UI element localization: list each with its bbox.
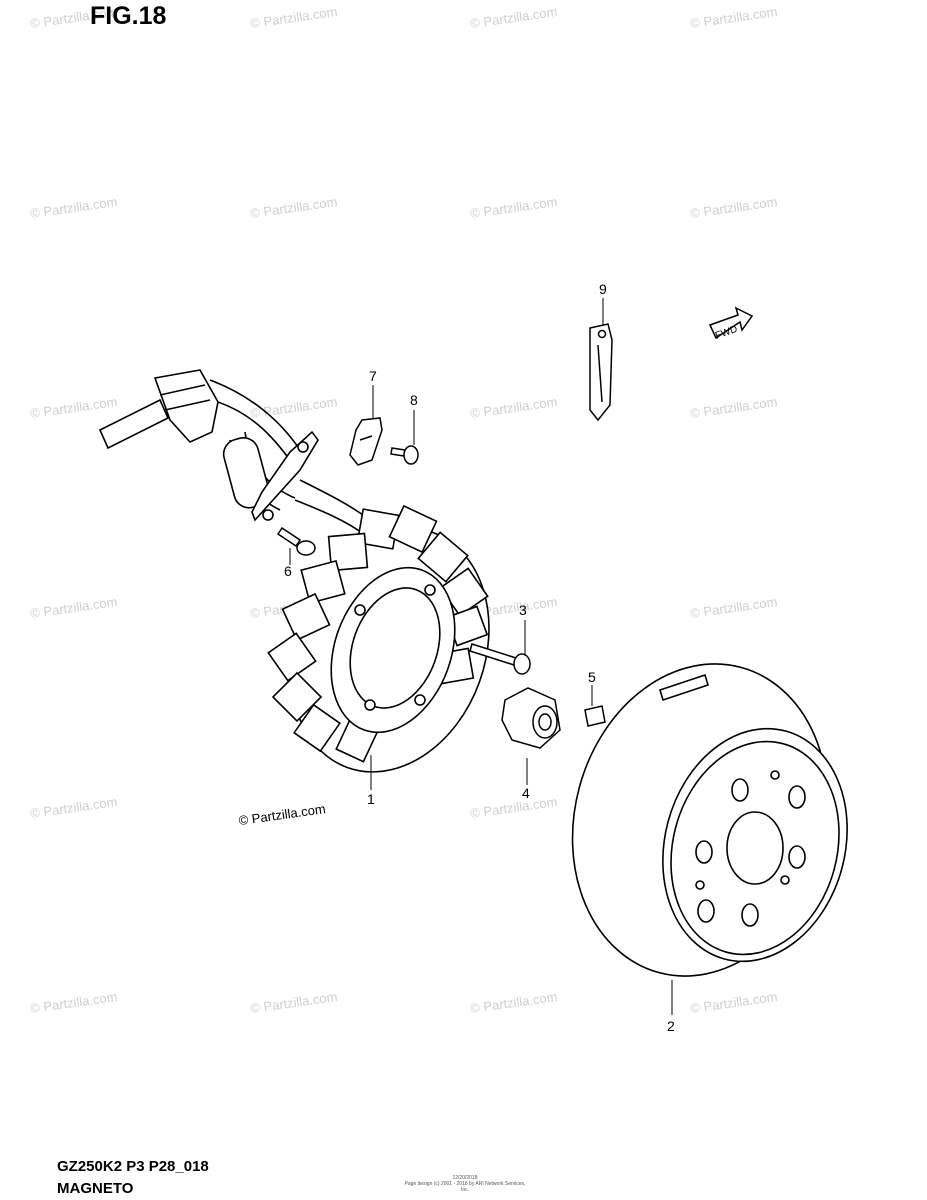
- callout-5: 5: [588, 669, 596, 685]
- callout-1: 1: [367, 791, 375, 807]
- fineprint-date: 12/20/2018: [452, 1175, 478, 1181]
- callout-4: 4: [522, 785, 530, 801]
- watermark-dark: © Partzilla.com: [238, 801, 327, 828]
- callout-2: 2: [667, 1018, 675, 1034]
- wire-harness: [98, 369, 371, 536]
- screw-part-8: [390, 445, 419, 465]
- callout-8: 8: [410, 392, 418, 408]
- rotor: [571, 663, 848, 977]
- fineprint: 12/20/2018 Page design (c) 2001 - 2018 b…: [400, 1175, 530, 1193]
- bolt-part-6: [276, 526, 316, 556]
- clamp-part-7: [349, 417, 383, 466]
- callout-6: 6: [284, 563, 292, 579]
- callout-3: 3: [519, 602, 527, 618]
- stator: [267, 504, 490, 773]
- forward-arrow-icon: FWD: [708, 306, 754, 342]
- figure-title: FIG.18: [90, 2, 167, 30]
- callout-7: 7: [369, 368, 377, 384]
- bolt-part-3: [469, 643, 531, 675]
- section-name: MAGNETO: [57, 1180, 134, 1197]
- leader-lines: [289, 298, 673, 1015]
- clamp-part-9: [589, 323, 613, 422]
- fineprint-copyright: Page design (c) 2001 - 2018 by ARI Netwo…: [404, 1181, 526, 1193]
- model-code: GZ250K2 P3 P28_018: [57, 1158, 209, 1175]
- callout-9: 9: [599, 281, 607, 297]
- key-part-5: [584, 705, 606, 727]
- nut-part-4: [501, 687, 561, 749]
